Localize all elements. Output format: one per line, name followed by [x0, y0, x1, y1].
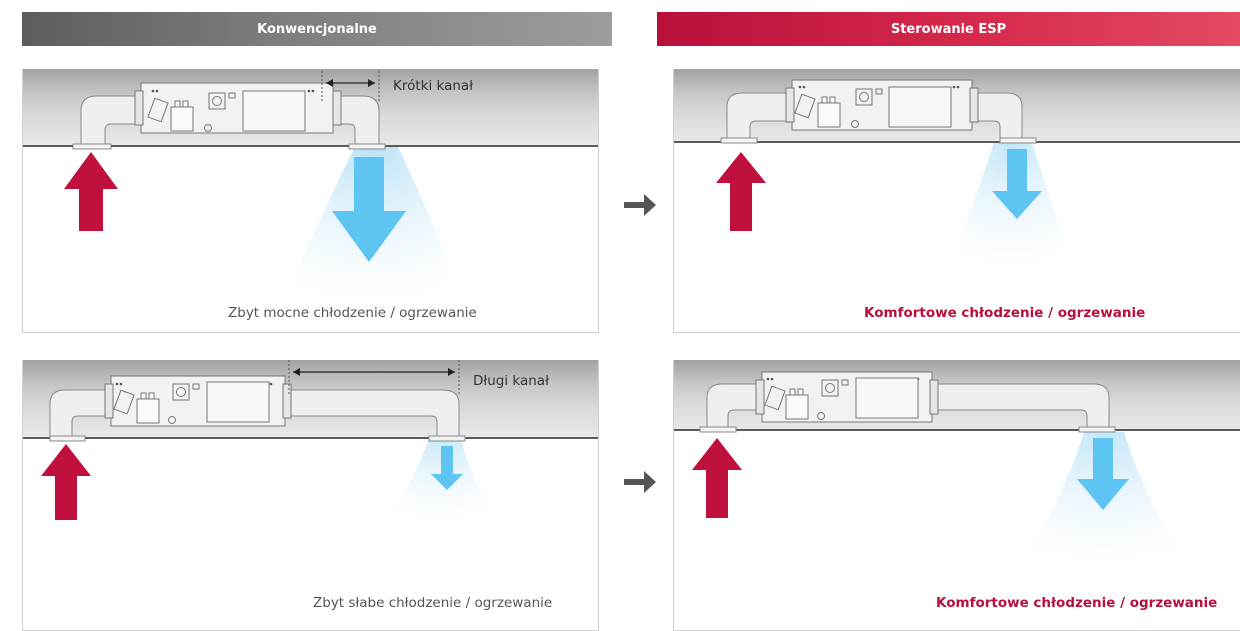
return-air-arrow [64, 152, 118, 231]
ceiling-line [23, 437, 598, 439]
return-air-arrow [716, 152, 766, 231]
conventional-header-label: Konwencjonalne [257, 21, 377, 37]
return-grille [699, 426, 737, 433]
return-grille [72, 143, 112, 150]
conventional-header: Konwencjonalne [22, 12, 612, 46]
return-duct [726, 92, 787, 139]
return-duct [49, 389, 106, 437]
duct-length-label: Długi kanał [473, 373, 549, 389]
transition-arrow-icon [624, 194, 656, 216]
supply-air-cone [936, 143, 1084, 291]
panel-conventional-short-duct: Krótki kanał Zbyt mocne chłodzenie / ogr… [22, 69, 599, 333]
panel-caption: Komfortowe chłodzenie / ogrzewanie [864, 305, 1146, 321]
return-grille [49, 435, 86, 442]
supply-air-arrow [1077, 438, 1129, 510]
panel-esp-long-duct: Komfortowe chłodzenie / ogrzewanie [673, 360, 1240, 631]
supply-grille [348, 143, 386, 150]
ceiling-line [23, 145, 598, 147]
supply-grille [428, 435, 466, 442]
ceiling-line [674, 141, 1240, 143]
supply-air-cone [368, 440, 513, 536]
esp-header-label: Sterowanie ESP [890, 21, 1007, 37]
panel-caption: Zbyt słabe chłodzenie / ogrzewanie [313, 595, 553, 611]
panel-caption: Komfortowe chłodzenie / ogrzewanie [936, 595, 1218, 611]
supply-air-cone [994, 432, 1214, 588]
return-air-arrow [41, 444, 91, 520]
transition-arrow-icon [624, 471, 656, 493]
supply-air-arrow [431, 446, 463, 490]
duct-length-label: Krótki kanał [393, 78, 474, 94]
esp-header: Sterowanie ESP [657, 12, 1240, 46]
panel-caption: Zbyt mocne chłodzenie / ogrzewanie [228, 305, 477, 321]
return-air-arrow [692, 438, 742, 518]
ceiling-line [674, 429, 1240, 431]
scene-graphic [716, 79, 1084, 291]
supply-air-arrow [992, 149, 1042, 219]
scene-graphic [692, 371, 1214, 588]
supply-grille [1078, 426, 1116, 433]
supply-air-arrow [332, 157, 406, 262]
return-duct [706, 383, 759, 428]
supply-grille [999, 137, 1037, 144]
panel-conventional-long-duct: Długi kanał Zbyt słabe chłodzenie / ogrz… [22, 360, 599, 631]
scene-graphic [41, 360, 513, 536]
panel-esp-short-duct: Komfortowe chłodzenie / ogrzewanie [673, 69, 1240, 333]
supply-duct [931, 383, 1110, 428]
scene-graphic [64, 71, 475, 331]
return-grille [720, 137, 758, 144]
supply-duct [284, 389, 460, 437]
return-duct [80, 95, 142, 145]
supply-duct [971, 92, 1023, 139]
